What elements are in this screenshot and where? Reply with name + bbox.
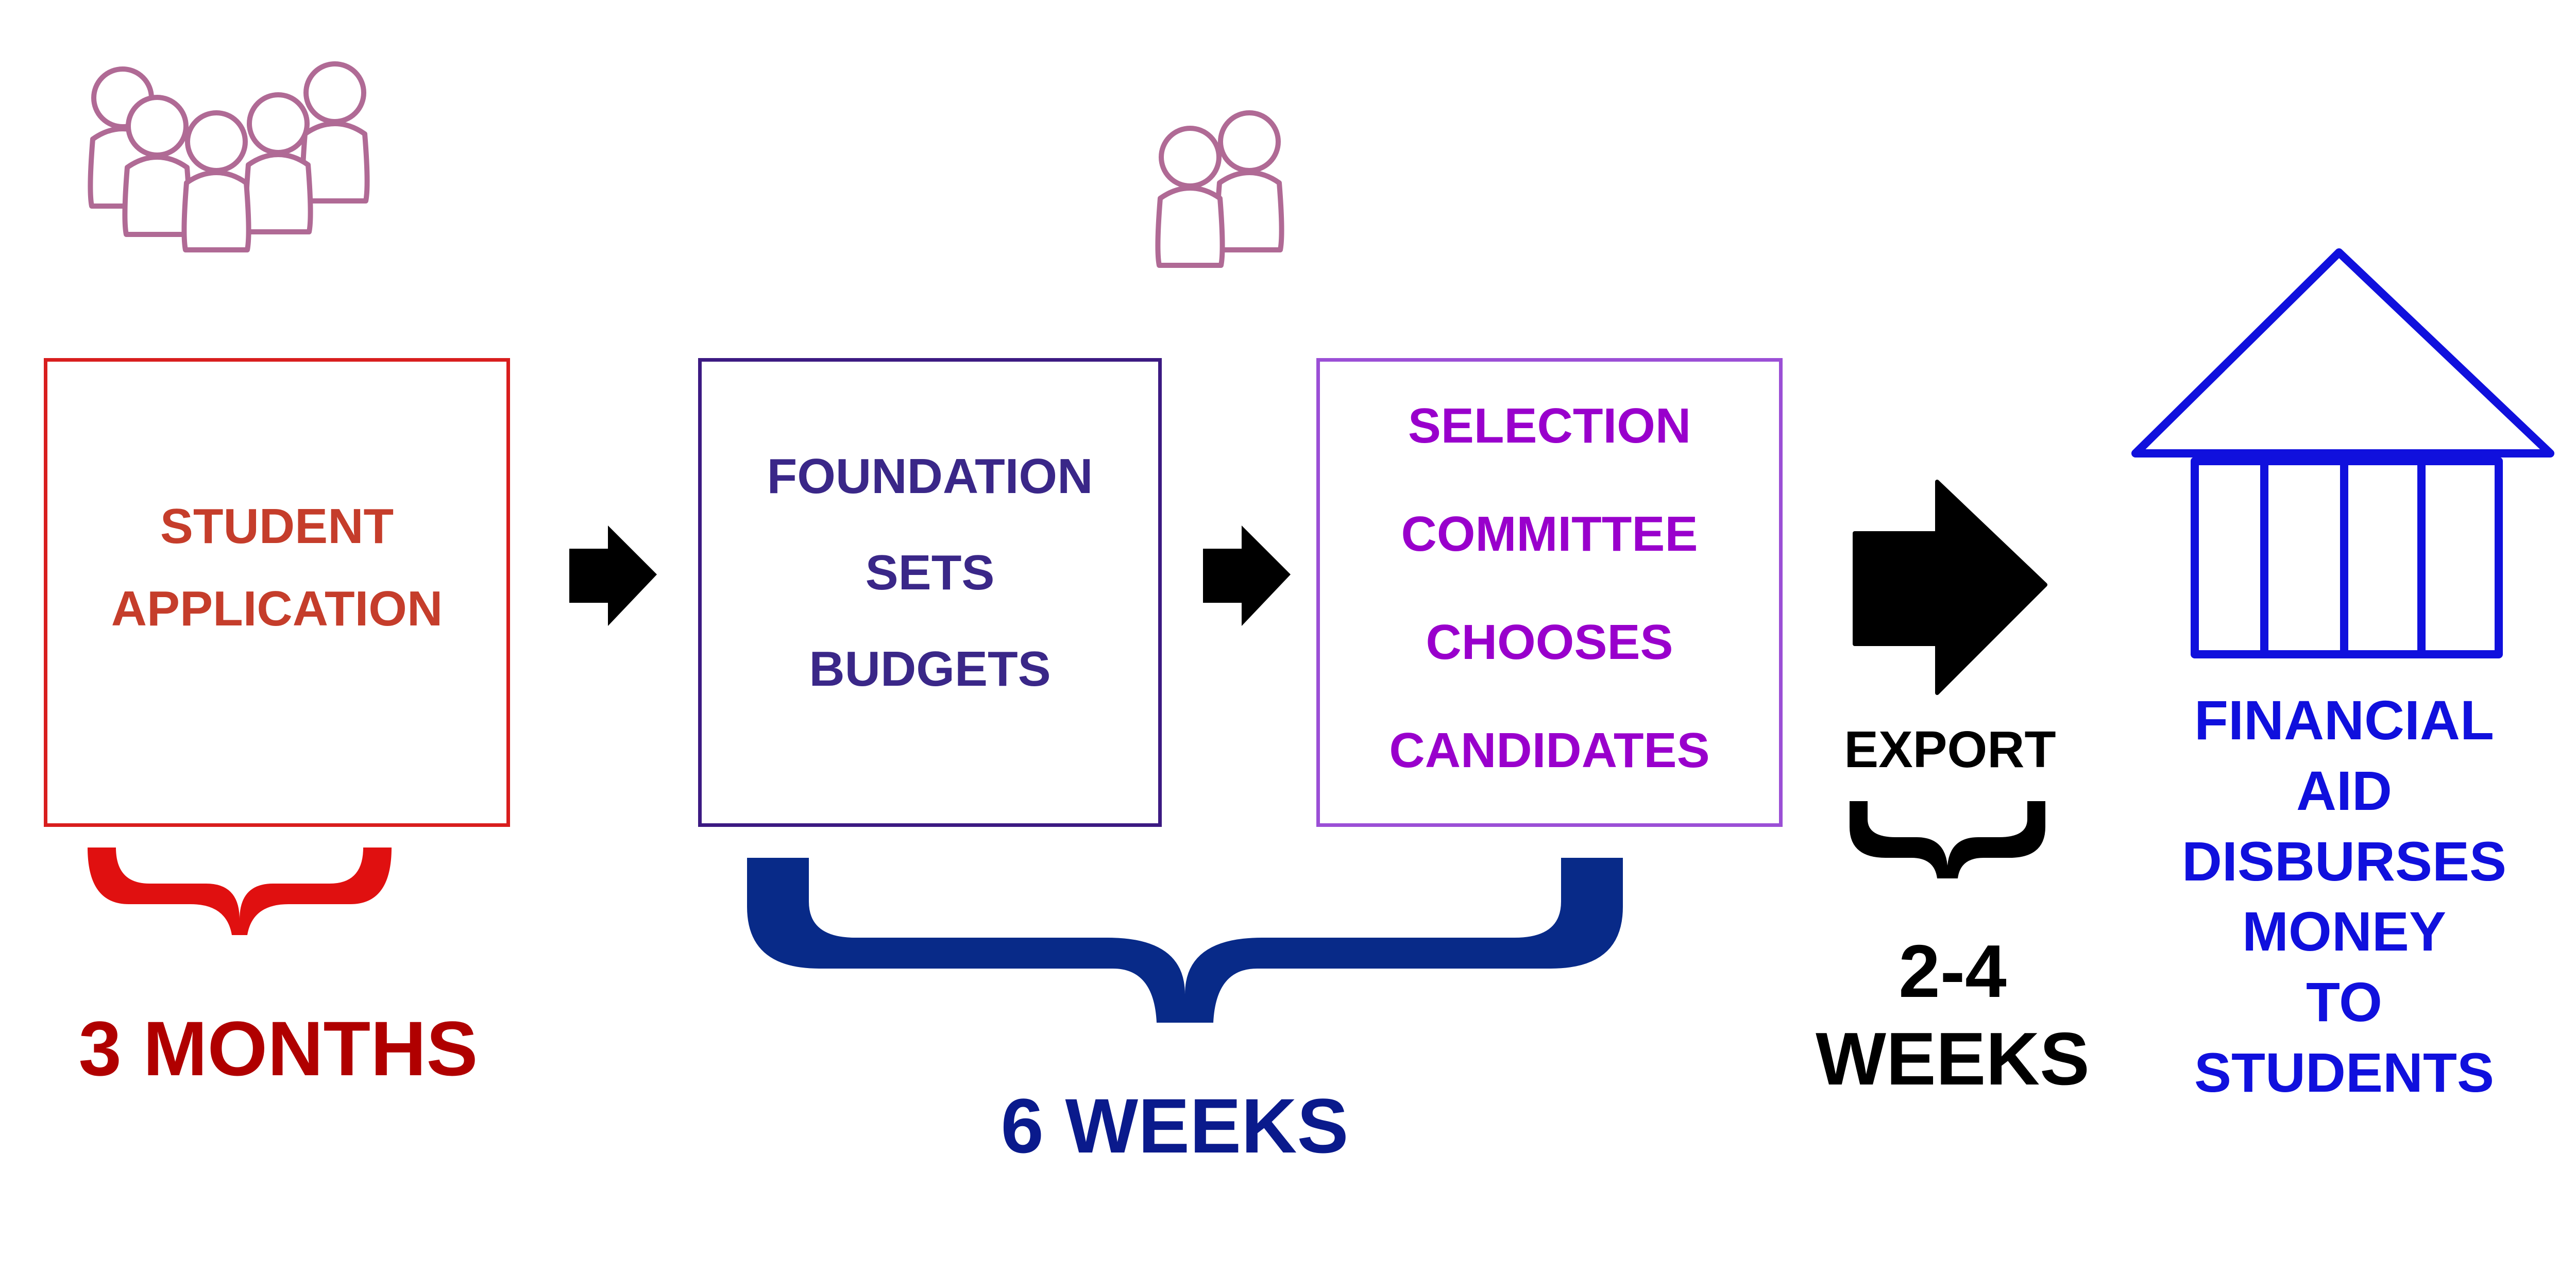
step-line: DISBURSES	[2181, 829, 2507, 892]
duration-line: 2-4	[1899, 929, 2007, 1013]
step-line: STUDENTS	[2194, 1041, 2495, 1104]
step-line: MONEY	[2242, 900, 2447, 963]
step-line: STUDENT	[160, 499, 394, 554]
right-arrow-icon	[569, 526, 657, 626]
step-line: SETS	[865, 545, 995, 600]
duration-line: WEEKS	[1816, 1016, 2090, 1100]
curly-brace-icon	[1850, 801, 2045, 878]
step-line: CANDIDATES	[1389, 723, 1710, 778]
step-line: FINANCIAL	[2194, 689, 2494, 752]
curly-brace-icon	[747, 858, 1623, 1023]
duration-export: 2-4 WEEKS	[1772, 927, 2133, 1103]
step-line: FOUNDATION	[767, 449, 1093, 504]
foundation-budgets-label: FOUNDATION SETS BUDGETS	[702, 429, 1158, 717]
step-line: TO	[2306, 970, 2383, 1033]
curly-brace-icon	[88, 848, 392, 935]
selection-committee-label: SELECTION COMMITTEE CHOOSES CANDIDATES	[1320, 372, 1779, 805]
right-arrow-icon	[1853, 480, 2047, 695]
step-line: BUDGETS	[809, 641, 1051, 697]
people-pair-icon	[1155, 110, 1284, 268]
step-line: CHOOSES	[1426, 615, 1673, 670]
financial-aid-label: FINANCIAL AID DISBURSES MONEY TO STUDENT…	[2138, 685, 2550, 1108]
step-line: SELECTION	[1408, 398, 1691, 453]
step-line: COMMITTEE	[1401, 506, 1698, 562]
right-arrow-icon	[1203, 526, 1291, 626]
student-application-box: STUDENT APPLICATION	[44, 358, 510, 827]
step-line: APPLICATION	[111, 581, 443, 636]
export-label: EXPORT	[1844, 721, 2056, 778]
selection-committee-box: SELECTION COMMITTEE CHOOSES CANDIDATES	[1316, 358, 1783, 827]
bank-building-icon	[2131, 248, 2554, 658]
duration-application: 3 MONTHS	[78, 1005, 478, 1092]
foundation-budgets-box: FOUNDATION SETS BUDGETS	[698, 358, 1162, 827]
duration-selection: 6 WEEKS	[1001, 1082, 1349, 1169]
step-line: AID	[2296, 759, 2392, 822]
people-crowd-icon	[88, 61, 370, 252]
student-application-label: STUDENT APPLICATION	[47, 485, 506, 650]
